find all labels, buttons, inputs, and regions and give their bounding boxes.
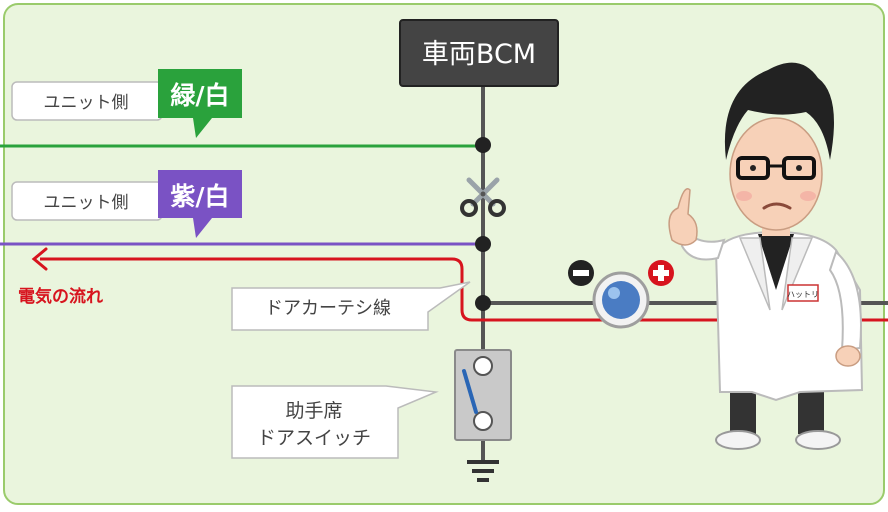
name-badge — [787, 284, 819, 302]
tag-green-white: 緑/白 — [158, 69, 242, 138]
plus-icon — [648, 260, 674, 286]
junction-dot — [475, 236, 491, 252]
svg-text:紫/白: 紫/白 — [170, 182, 229, 211]
door-switch-callout: 助手席 ドアスイッチ — [231, 385, 439, 459]
presenter-character: ハットリ — [668, 62, 864, 450]
diagram-frame — [3, 3, 885, 505]
junction-dot — [475, 137, 491, 153]
unit-side-label-green: ユニット側 — [11, 81, 163, 121]
junction-dot — [475, 295, 491, 311]
svg-text:ドアカーテシ線: ドアカーテシ線 — [265, 298, 391, 319]
svg-text:ハットリ: ハットリ — [787, 290, 819, 299]
unit-side-text: ユニット側 — [44, 93, 129, 113]
scissors-icon — [460, 177, 506, 217]
svg-text:緑/白: 緑/白 — [170, 81, 229, 110]
current-flow-arrow-icon — [31, 247, 48, 271]
tag-purple-white: 紫/白 — [158, 170, 242, 238]
lamp-icon — [592, 271, 650, 329]
ground-icon — [467, 460, 499, 482]
door-courtesy-callout: ドアカーテシ線 — [231, 281, 471, 331]
bcm-box: 車両BCM — [399, 19, 559, 87]
minus-icon — [568, 260, 594, 286]
unit-side-label-purple: ユニット側 — [11, 181, 163, 221]
unit-side-text: ユニット側 — [44, 193, 129, 213]
current-flow-label: 電気の流れ — [18, 286, 103, 307]
door-switch — [454, 349, 512, 441]
current-flow-wire — [40, 257, 888, 322]
svg-text:助手席: 助手席 — [285, 400, 342, 422]
svg-text:ドアスイッチ: ドアスイッチ — [257, 427, 371, 449]
bcm-label: 車両BCM — [422, 39, 536, 70]
